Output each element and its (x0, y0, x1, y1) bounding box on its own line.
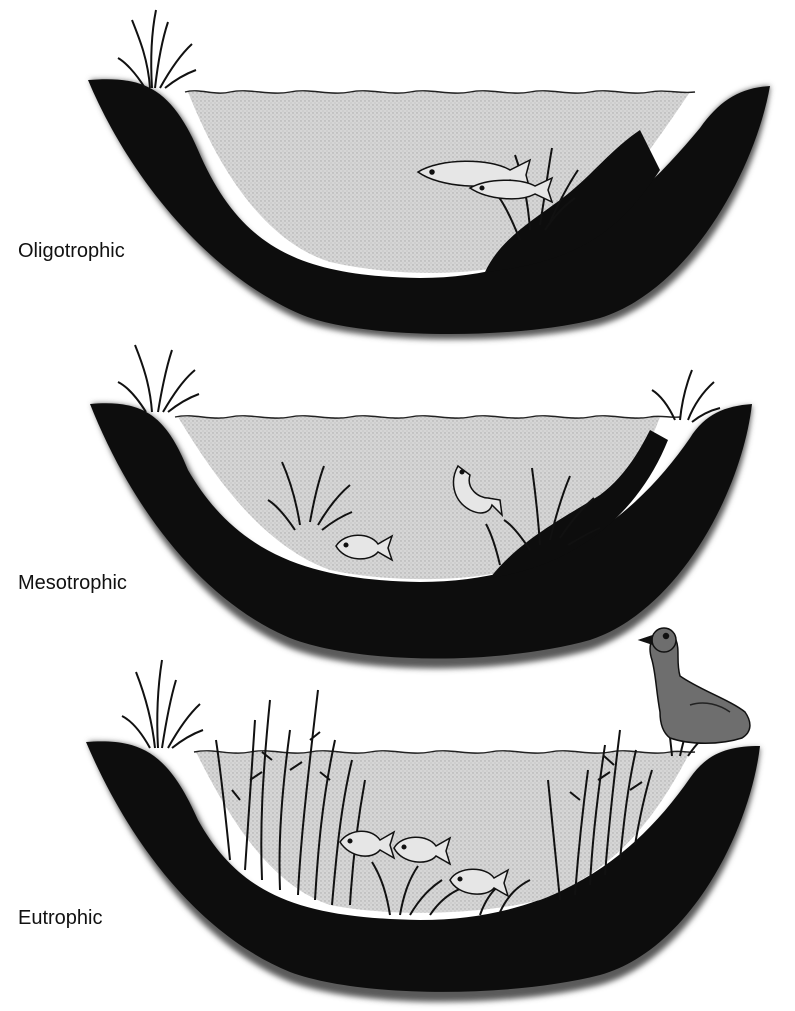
label-mesotrophic: Mesotrophic (18, 572, 127, 595)
shore-plants-left (122, 660, 203, 748)
duck (640, 628, 750, 743)
label-oligotrophic: Oligotrophic (18, 240, 125, 263)
lake-eutrophic (86, 628, 760, 1002)
label-eutrophic: Eutrophic (18, 907, 103, 930)
shore-plants-left (118, 345, 199, 412)
lake-oligotrophic (88, 10, 770, 339)
lake-mesotrophic (90, 345, 752, 669)
shore-plants-left (118, 10, 196, 88)
shore-plants-right (652, 370, 720, 422)
